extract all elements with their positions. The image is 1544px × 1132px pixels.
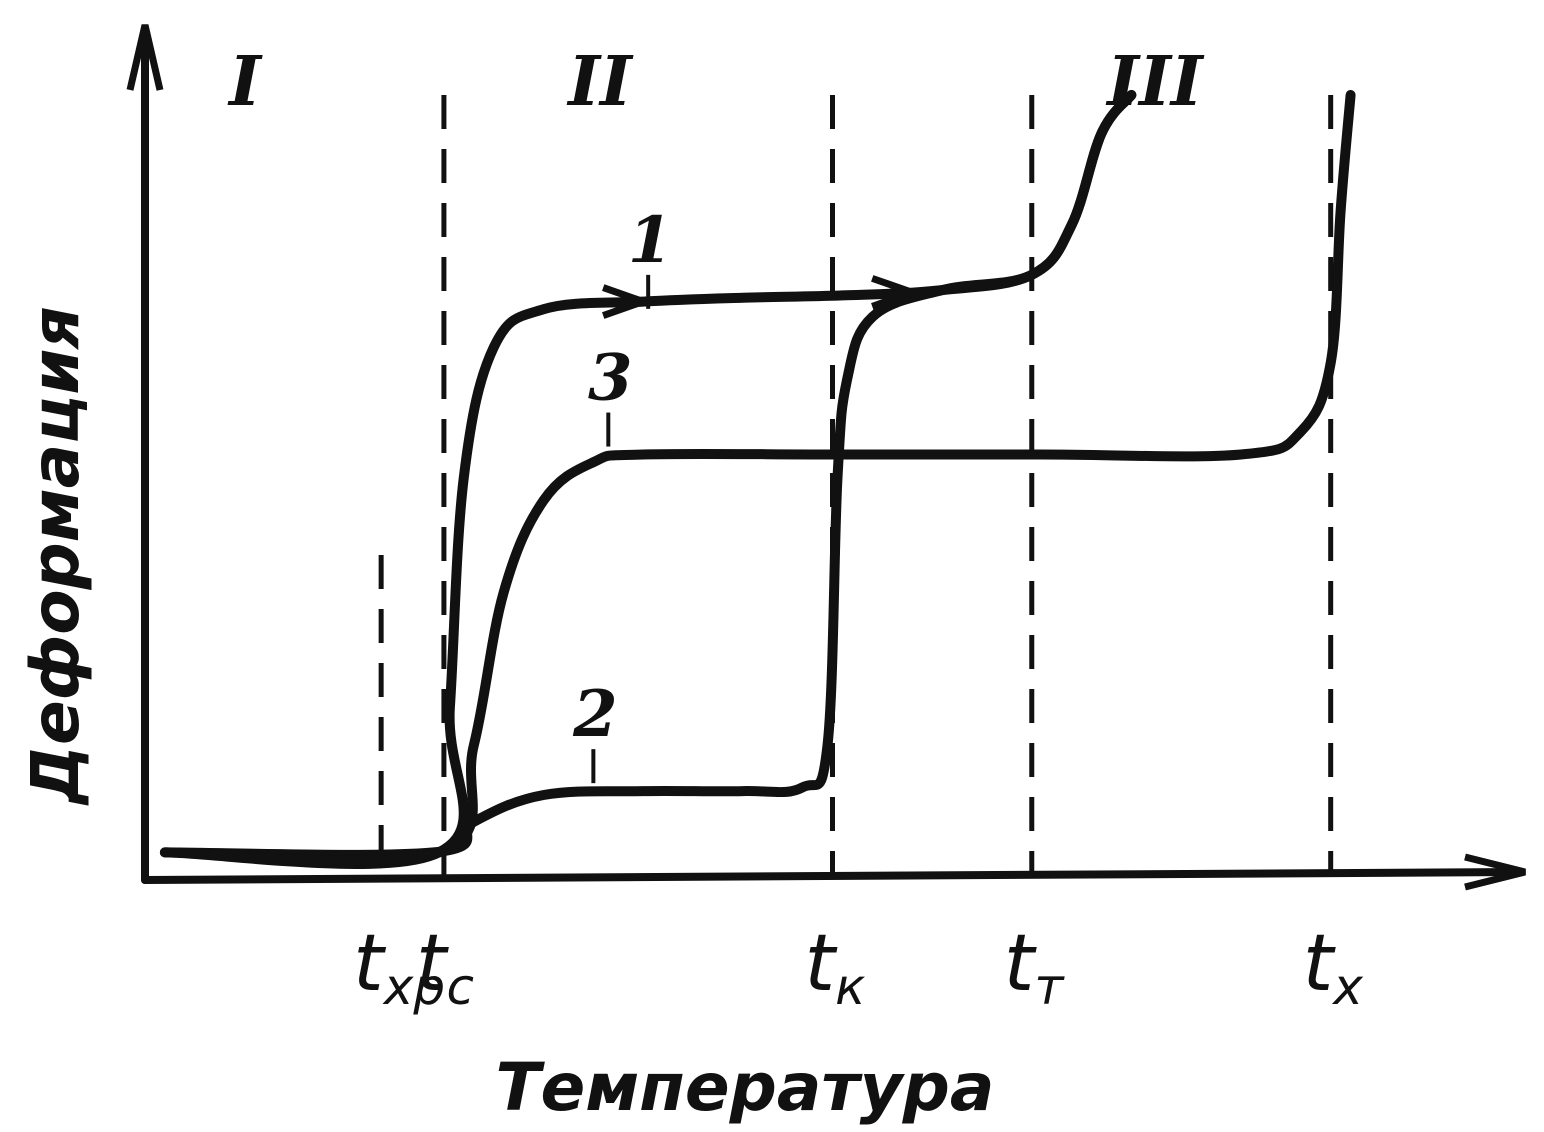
- x-axis-title: Температура: [496, 1049, 995, 1126]
- curve-1-label: 1: [628, 203, 673, 278]
- tick-label-tхр: tхр: [353, 919, 445, 1016]
- x-axis: [141, 868, 1524, 884]
- curve-labels: 1 2 3: [572, 203, 673, 784]
- curve-3: [159, 90, 1356, 866]
- curve-1-direction-arrow-1: [602, 284, 654, 319]
- curve-3-label: 3: [588, 341, 633, 416]
- curve-2-label: 2: [572, 677, 618, 752]
- region-label-2: II: [566, 42, 634, 122]
- curve-1-direction-arrow-2: [871, 275, 923, 310]
- y-axis-arrowhead: [126, 24, 164, 91]
- tick-label-tк: tк: [805, 919, 866, 1016]
- region-label-1: I: [227, 42, 263, 122]
- deformation-curves: [159, 90, 1356, 869]
- tick-label-tс: tс: [416, 919, 474, 1016]
- tick-label-tх: tх: [1303, 919, 1364, 1016]
- y-axis-title: Деформация: [17, 306, 94, 806]
- tick-label-tт: tт: [1004, 919, 1066, 1016]
- temperature-guide-lines: [378, 95, 1334, 875]
- region-label-3: III: [1105, 42, 1205, 122]
- x-axis-arrowhead: [1464, 853, 1526, 891]
